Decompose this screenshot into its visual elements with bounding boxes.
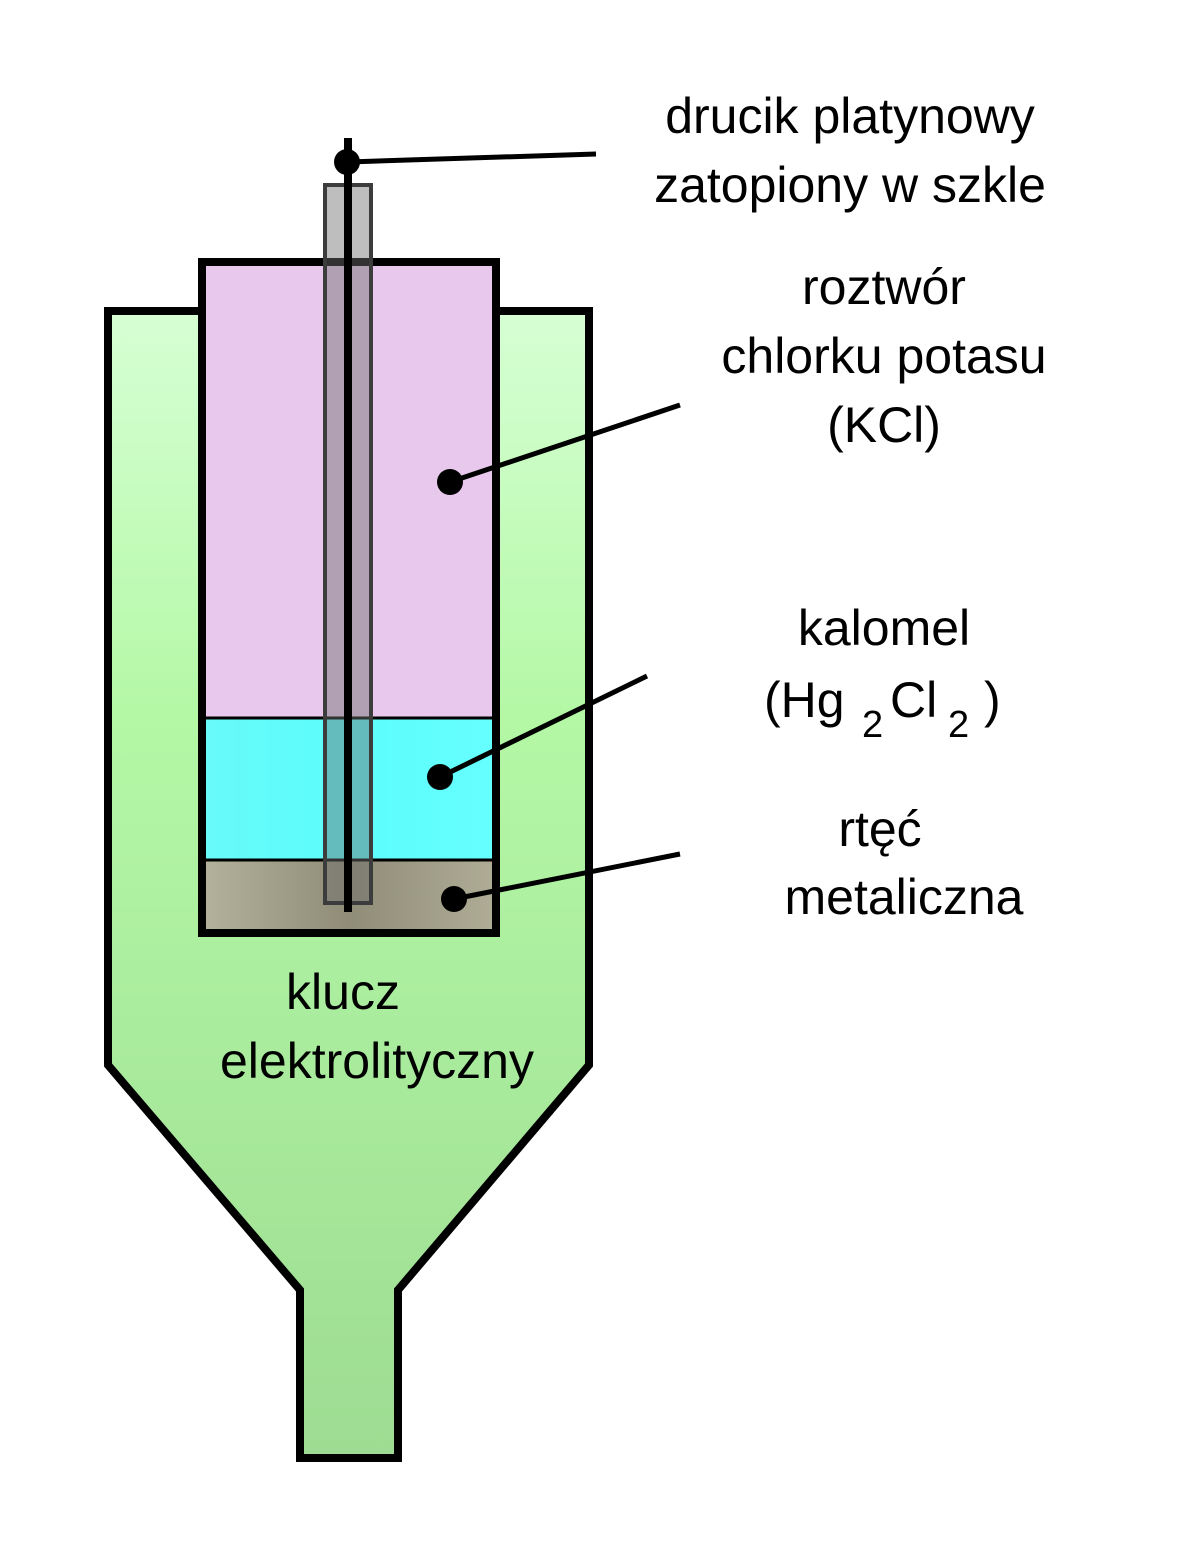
mercury-label-line1: rtęć — [838, 801, 921, 857]
calomel-label-sub2: 2 — [948, 704, 969, 746]
mercury-leader-dot — [441, 886, 467, 912]
kcl-leader-dot — [437, 469, 463, 495]
kcl-label-line2: chlorku potasu — [721, 328, 1046, 384]
calomel-leader-line — [438, 673, 649, 780]
kcl-leader-line — [449, 402, 681, 485]
wire-leader-dot — [334, 149, 360, 175]
calomel-leader-dot — [427, 764, 453, 790]
calomel-label-open: (Hg — [764, 672, 845, 728]
kcl-label-line3: (KCl) — [827, 397, 941, 453]
bridge-label-line2: elektrolityczny — [220, 1033, 534, 1089]
calomel-label-cl: Cl — [890, 672, 937, 728]
wire-leader-line — [347, 151, 597, 165]
wire-label-line2: zatopiony w szkle — [654, 157, 1046, 213]
wire-label-line1: drucik platynowy — [665, 88, 1035, 144]
calomel-label-close: ) — [984, 672, 1001, 728]
calomel-label-sub1: 2 — [862, 704, 883, 746]
mercury-leader-line — [453, 851, 681, 902]
mercury-label-line2: metaliczna — [785, 869, 1024, 925]
kcl-label-line1: roztwór — [802, 259, 966, 315]
bridge-label-line1: klucz — [286, 964, 400, 1020]
calomel-label-line1: kalomel — [798, 600, 970, 656]
